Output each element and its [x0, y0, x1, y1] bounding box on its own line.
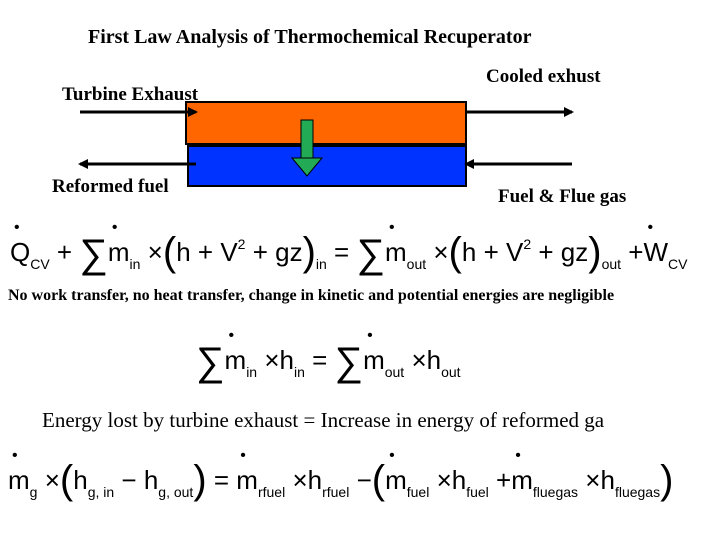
recuperator-diagram — [78, 101, 574, 187]
label-turbine-exhaust: Turbine Exhaust — [62, 84, 199, 105]
heat-transfer-arrow-icon — [290, 119, 324, 177]
q-dot: Q — [10, 219, 30, 268]
hot-stream-channel — [185, 101, 467, 145]
label-fuel-flue-gas: Fuel & Flue gas — [498, 186, 627, 207]
cold-stream-channel — [187, 145, 467, 187]
label-cooled-exhaust: Cooled exhust — [486, 66, 601, 87]
label-reformed-fuel: Reformed fuel — [52, 176, 169, 197]
energy-statement: Energy lost by turbine exhaust = Increas… — [42, 408, 605, 432]
equation-simplified-balance: ∑min ×hin = ∑mout ×hout — [196, 327, 461, 385]
equation-energy-balance: QCV + ∑min ×(h + V2 + gz)in = ∑mout ×(h … — [10, 219, 687, 277]
equation-energy-exchange: mg ×(hg, in − hg, out) = mrfuel ×hrfuel … — [8, 447, 673, 503]
page-title: First Law Analysis of Thermochemical Rec… — [88, 26, 532, 48]
assumption-note: No work transfer, no heat transfer, chan… — [8, 287, 615, 304]
